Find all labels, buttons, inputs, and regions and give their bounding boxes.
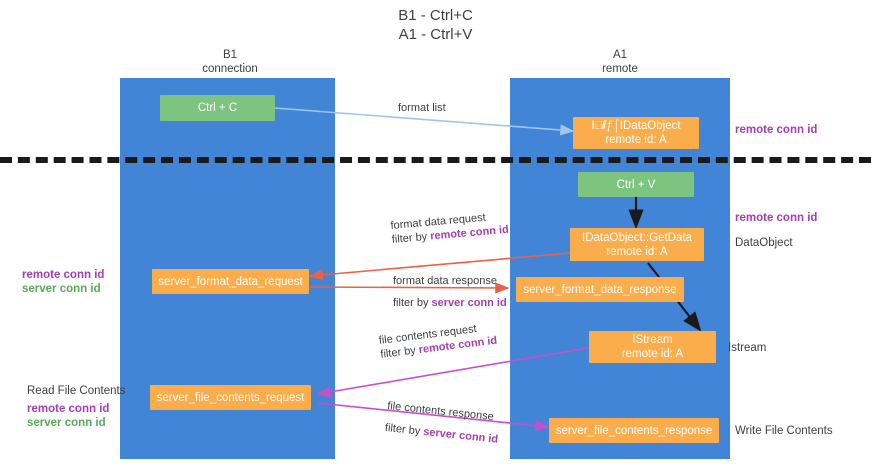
- column-header-a1-name: A1: [612, 49, 628, 61]
- title-line-1: B1 - Ctrl+C: [398, 7, 473, 24]
- node-server-file-contents-request[interactable]: server_file_contents_request: [150, 385, 311, 410]
- node-istream-line1: IStream: [632, 334, 673, 346]
- diagram-title: B1 - Ctrl+C A1 - Ctrl+V: [0, 6, 871, 44]
- annotation-left-remote-conn-id-bottom: remote conn id: [27, 403, 110, 415]
- node-server-format-data-response[interactable]: server_format_data_response: [516, 277, 684, 302]
- title-line-2: A1 - Ctrl+V: [398, 26, 473, 43]
- annotation-read-file-contents: Read File Contents: [27, 385, 126, 397]
- edge-label-file-contents-request: file contents request filter by remote c…: [378, 320, 498, 362]
- node-server-format-data-request[interactable]: server_format_data_request: [152, 269, 309, 294]
- annotation-left-server-conn-id-bottom: server conn id: [27, 417, 106, 429]
- node-server-file-contents-request-label: server_file_contents_request: [156, 391, 305, 404]
- annotation-remote-conn-id-top: remote conn id: [735, 124, 818, 136]
- node-idataobject[interactable]: I⃠̵̸/ƒ⌠IDataObject remote id: A: [573, 117, 699, 149]
- node-server-file-contents-response[interactable]: server_file_contents_response: [549, 418, 719, 443]
- edge-label-fcres-text: file contents response: [386, 399, 495, 424]
- edge-label-format-data-response-text: format data response: [393, 275, 497, 287]
- node-idataobject-getdata[interactable]: IDataObject::GetData remote id: A: [570, 228, 704, 261]
- annotation-left-server-conn-id-mid: server conn id: [22, 283, 101, 295]
- annotation-dataobject: DataObject: [735, 237, 793, 249]
- edge-label-format-list: format list: [398, 101, 446, 115]
- edge-label-file-contents-response: file contents response filter by server …: [384, 399, 501, 447]
- node-idataobject-line2: remote id: A: [605, 134, 667, 146]
- node-ctrl-c-label: Ctrl + C: [197, 102, 238, 114]
- node-server-file-contents-response-label: server_file_contents_response: [555, 424, 713, 437]
- annotation-remote-conn-id-mid: remote conn id: [735, 212, 818, 224]
- column-header-a1-role: remote: [602, 63, 638, 75]
- node-getdata-line1: IDataObject::GetData: [582, 231, 692, 244]
- node-getdata-line2: remote id: A: [606, 245, 668, 258]
- edge-label-fdres-filter-prefix: filter by: [393, 297, 432, 309]
- edge-label-format-list-text: format list: [398, 102, 446, 114]
- annotation-left-remote-conn-id-mid: remote conn id: [22, 269, 105, 281]
- annotation-write-file-contents: Write File Contents: [735, 425, 833, 437]
- edge-label-format-data-request: format data request filter by remote con…: [390, 209, 509, 247]
- edge-label-fcres-filter-prefix: filter by: [384, 421, 424, 438]
- node-istream[interactable]: IStream remote id: A: [589, 331, 716, 363]
- node-server-format-data-request-label: server_format_data_request: [158, 275, 303, 288]
- node-idataobject-line1: I⃠̵̸/ƒ⌠IDataObject: [591, 120, 681, 132]
- column-header-b1-role: connection: [202, 63, 258, 75]
- column-header-a1: A1 remote: [525, 48, 715, 76]
- column-header-b1-name: B1: [222, 49, 238, 61]
- node-istream-line2: remote id: A: [621, 348, 684, 360]
- node-ctrl-c[interactable]: Ctrl + C: [160, 95, 275, 121]
- edge-label-fdr-filter-prefix: filter by: [391, 230, 431, 246]
- edge-label-fcres-filter-key: server conn id: [422, 425, 499, 446]
- node-ctrl-v-label: Ctrl + V: [616, 178, 656, 191]
- edge-label-format-data-response: format data response filter by server co…: [393, 274, 507, 310]
- edge-label-fcr-filter-prefix: filter by: [379, 344, 420, 361]
- column-header-b1: B1 connection: [135, 48, 325, 76]
- edge-label-fdres-filter-key: server conn id: [431, 297, 507, 309]
- node-server-format-data-response-label: server_format_data_response: [523, 283, 677, 296]
- section-divider: [0, 157, 871, 163]
- node-ctrl-v[interactable]: Ctrl + V: [578, 172, 694, 197]
- annotation-istream: Istream: [728, 342, 767, 354]
